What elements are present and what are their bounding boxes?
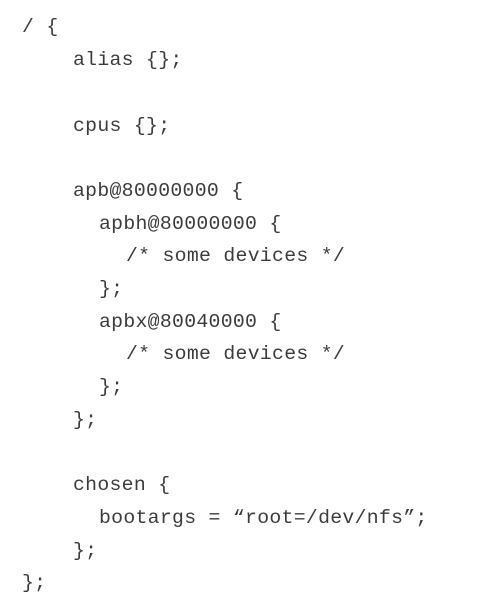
chosen-node-open: chosen {: [73, 474, 171, 496]
apbh-comment: /* some devices */: [126, 245, 346, 267]
root-node-close: };: [22, 572, 47, 594]
cpus-node: cpus {};: [73, 115, 171, 137]
chosen-node-close: };: [73, 540, 98, 562]
apbh-node-close: };: [99, 278, 124, 300]
apbx-comment: /* some devices */: [126, 343, 346, 365]
apb-node-open: apb@80000000 {: [73, 180, 244, 202]
bootargs-property: bootargs = “root=/dev/nfs”;: [99, 507, 428, 529]
root-node-open: / {: [22, 16, 59, 38]
apbh-node-open: apbh@80000000 {: [99, 213, 282, 235]
apbx-node-open: apbx@80040000 {: [99, 311, 282, 333]
alias-node: alias {};: [73, 49, 183, 71]
apb-node-close: };: [73, 409, 98, 431]
apbx-node-close: };: [99, 376, 124, 398]
